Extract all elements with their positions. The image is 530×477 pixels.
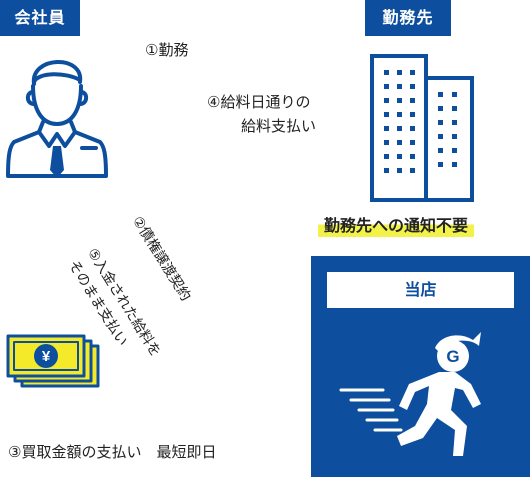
person-icon (6, 60, 108, 178)
runner-icon: G (339, 332, 481, 456)
building-icon (370, 54, 474, 202)
step-1-work: ①勤務 (145, 41, 189, 59)
yen-symbol: ¥ (42, 348, 51, 365)
step-4-salary-line2: 給料支払い (241, 117, 317, 135)
step-2-contract: ②債権譲渡契約 (128, 213, 194, 304)
money-icon: ¥ (6, 334, 100, 388)
runner-logo-letter: G (446, 347, 459, 366)
company-employee-label: 会社員 (0, 0, 80, 36)
shop-panel: 当店 G (311, 256, 530, 477)
shop-label: 当店 (327, 272, 514, 308)
step-4-salary-line1: ④給料日通りの (207, 93, 311, 111)
employer-label: 勤務先 (365, 0, 451, 36)
step-3-purchase-payment: ③買取金額の支払い 最短即日 (8, 443, 217, 461)
no-notice-highlight: 勤務先への通知不要 (318, 212, 475, 240)
